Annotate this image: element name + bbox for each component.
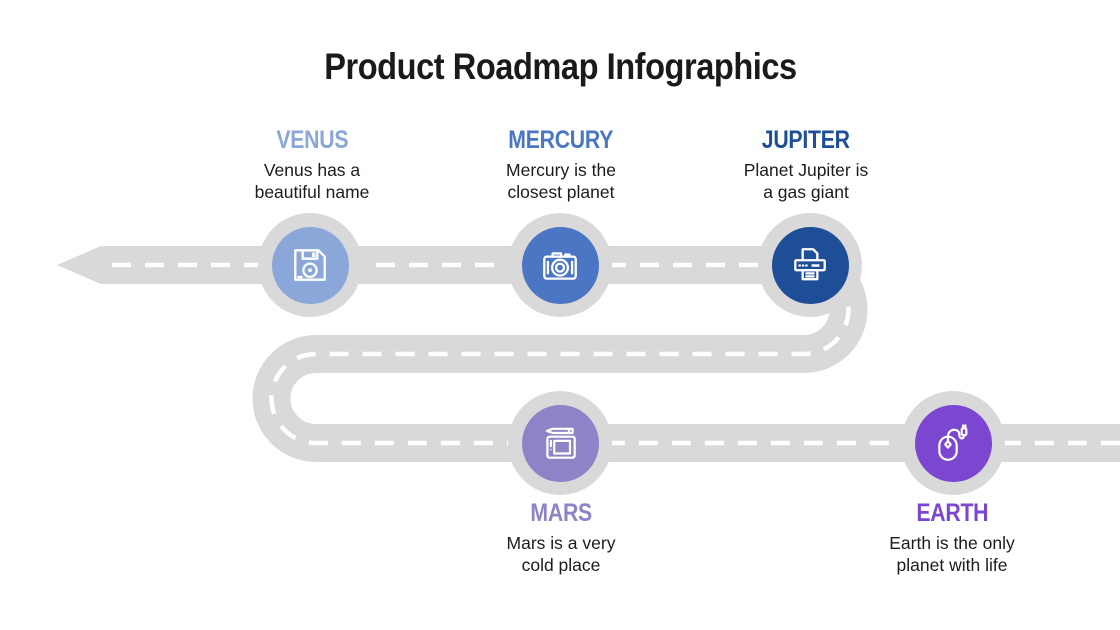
milestone-description-venus: Venus has a beautiful name — [254, 160, 370, 202]
milestone-description-mars: Mars is a very cold place — [506, 533, 616, 575]
milestone-description-jupiter: Planet Jupiter is a gas giant — [743, 160, 869, 202]
milestone-label-venus: VENUS — [276, 126, 348, 154]
graphics-tablet-icon — [539, 422, 581, 464]
computer-mouse-icon — [932, 422, 974, 464]
printer-icon — [789, 244, 831, 286]
milestone-text-mars: MARS Mars is a very cold place — [451, 500, 671, 576]
floppy-disk-icon — [289, 244, 331, 286]
milestone-text-jupiter: JUPITER Planet Jupiter is a gas giant — [696, 127, 916, 203]
milestone-circle-mercury — [508, 213, 612, 317]
milestone-description-earth: Earth is the only planet with life — [889, 533, 1015, 575]
milestone-text-mercury: MERCURY Mercury is the closest planet — [451, 127, 671, 203]
milestone-circle-earth — [901, 391, 1005, 495]
milestone-circle-mars — [508, 391, 612, 495]
milestone-text-earth: EARTH Earth is the only planet with life — [842, 500, 1062, 576]
page-title: Product Roadmap Infographics — [323, 46, 797, 87]
milestone-label-jupiter: JUPITER — [762, 126, 850, 154]
milestone-label-earth: EARTH — [916, 499, 988, 527]
road-arrow-end — [57, 246, 101, 284]
milestone-description-mercury: Mercury is the closest planet — [506, 160, 616, 202]
milestone-circle-jupiter — [758, 213, 862, 317]
milestone-label-mars: MARS — [530, 499, 592, 527]
milestone-text-venus: VENUS Venus has a beautiful name — [202, 127, 422, 203]
milestone-circle-venus — [258, 213, 362, 317]
milestone-label-mercury: MERCURY — [508, 126, 614, 154]
camera-icon — [539, 244, 581, 286]
